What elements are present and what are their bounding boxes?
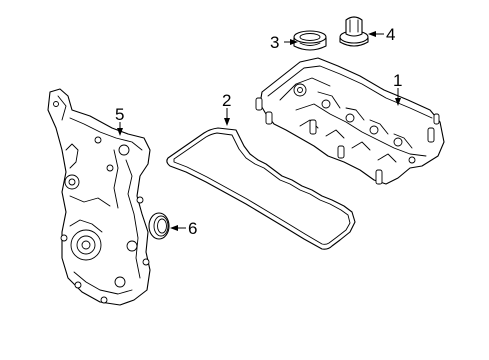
callout-6: 6 (170, 219, 197, 238)
oil-filler-cap-part[interactable] (339, 16, 369, 47)
callout-4-label: 4 (386, 25, 395, 44)
callout-6-label: 6 (188, 219, 197, 238)
callout-1: 1 (393, 71, 402, 106)
callout-3: 3 (270, 33, 298, 52)
callout-1-arrow (395, 98, 401, 106)
callout-5-arrow (117, 128, 123, 136)
timing-cover-part[interactable] (47, 88, 151, 306)
callout-2-arrow (224, 118, 230, 126)
callout-3-label: 3 (270, 33, 279, 52)
valve-cover-gasket-part[interactable] (166, 127, 356, 250)
callout-1-label: 1 (393, 71, 402, 90)
callout-6-arrow (170, 225, 178, 231)
callout-4-arrow (368, 31, 376, 37)
callout-4: 4 (368, 25, 395, 44)
crankshaft-seal-part[interactable] (148, 212, 170, 240)
filler-cap-seal-part[interactable] (293, 30, 327, 51)
callout-5: 5 (115, 105, 124, 136)
callout-2: 2 (222, 91, 231, 126)
callout-3-arrow (290, 39, 298, 45)
callout-2-label: 2 (222, 91, 231, 110)
valve-cover-part[interactable] (255, 57, 445, 185)
callout-5-label: 5 (115, 105, 124, 124)
